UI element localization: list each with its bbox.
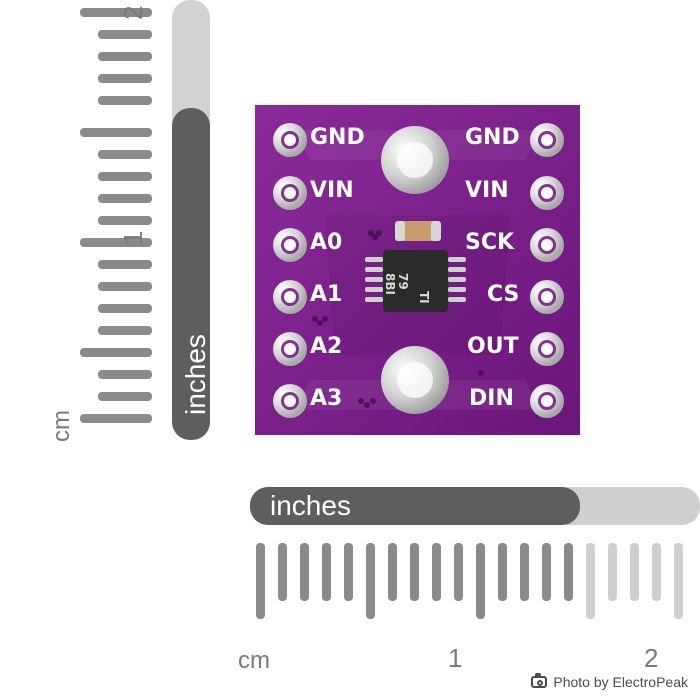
vertical-ruler-graphic bbox=[80, 0, 210, 440]
right-pin-label-sck: SCK bbox=[465, 230, 515, 255]
board-graphic bbox=[255, 105, 580, 435]
horizontal-inch-band-dark bbox=[250, 487, 580, 525]
right-pin-label-din: DIN bbox=[469, 386, 514, 411]
vertical-inches-label: inches bbox=[180, 334, 211, 415]
left-pin-label-a3: A3 bbox=[310, 386, 343, 411]
chip-marking-79: 79 bbox=[396, 273, 410, 290]
vertical-number-1: 1 bbox=[118, 230, 148, 245]
horizontal-ruler-graphic bbox=[250, 487, 700, 619]
chip-logo: TI bbox=[417, 291, 431, 304]
right-pin-pads bbox=[530, 123, 564, 418]
right-pin-label-gnd: GND bbox=[465, 125, 520, 150]
horizontal-number-1: 1 bbox=[448, 643, 463, 673]
vertical-inch-band-dark bbox=[172, 108, 210, 440]
vertical-cm-ticks bbox=[80, 8, 152, 423]
chip bbox=[365, 250, 466, 312]
horizontal-cm-ticks bbox=[256, 543, 683, 619]
horizontal-inches-label: inches bbox=[270, 490, 351, 521]
right-pin-label-vin: VIN bbox=[465, 178, 509, 203]
left-pin-pads bbox=[273, 123, 307, 418]
vertical-cm-label: cm bbox=[48, 410, 75, 442]
vertical-ruler: 2 1 cm inches bbox=[48, 0, 220, 442]
photo-credit: Photo by ElectroPeak bbox=[531, 673, 688, 690]
chip-marking-8bi: 8BI bbox=[383, 273, 397, 295]
horizontal-ruler: inches cm 1 2 bbox=[238, 487, 700, 677]
camera-icon bbox=[531, 673, 548, 688]
left-pin-label-gnd: GND bbox=[310, 125, 365, 150]
right-pin-label-out: OUT bbox=[467, 334, 519, 359]
capacitor bbox=[395, 221, 441, 241]
vertical-number-2: 2 bbox=[118, 5, 148, 20]
horizontal-number-2: 2 bbox=[644, 643, 659, 673]
left-pin-label-a0: A0 bbox=[310, 230, 343, 255]
left-pin-label-a1: A1 bbox=[310, 282, 343, 307]
left-pin-label-vin: VIN bbox=[310, 178, 354, 203]
right-pin-label-cs: CS bbox=[487, 282, 520, 307]
photo-credit-text: Photo by ElectroPeak bbox=[553, 674, 688, 690]
sensor-board: GND VIN A0 A1 A2 A3 GND VIN SCK CS OUT D… bbox=[255, 105, 580, 435]
left-pin-label-a2: A2 bbox=[310, 334, 343, 359]
vias bbox=[312, 230, 484, 408]
horizontal-cm-label: cm bbox=[238, 647, 270, 674]
